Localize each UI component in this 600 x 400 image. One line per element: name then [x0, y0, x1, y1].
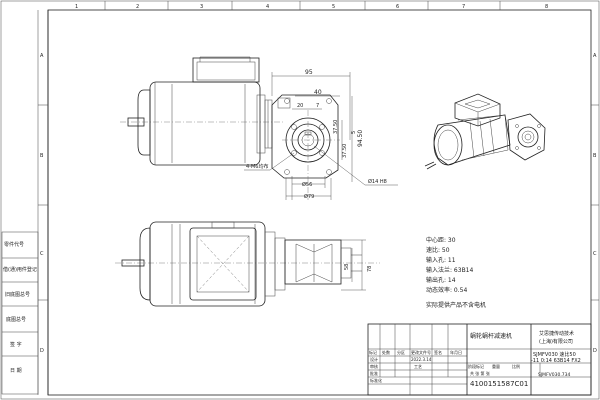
tb-company-line1: 艾思捷传动技术	[539, 330, 574, 337]
zone-rows-right: A B C D	[591, 53, 599, 354]
left-row-label-d: D	[40, 348, 44, 354]
zone-rows-left: A B C D	[37, 10, 48, 395]
dim-5: 5	[351, 131, 357, 134]
specifications: 中心距: 30 速比: 50 输入孔: 11 输入法兰: 63B14 输出孔: …	[426, 236, 486, 309]
tb-date-value: 2022.3.14	[411, 357, 432, 362]
dim-40: 40	[314, 89, 322, 96]
spec-output-bore: 输出孔: 14	[426, 276, 456, 284]
spec-center-distance: 中心距: 30	[426, 236, 456, 244]
dim-58: 58	[344, 264, 350, 270]
left-row-label-b: B	[40, 153, 44, 159]
tb-role-check: 审核	[370, 363, 378, 369]
tb-hdr-sign: 签名	[434, 349, 442, 355]
tb-drawing-number: 4100151587C01	[470, 380, 528, 388]
dim-4-m6-holes: 4-M6均布	[246, 163, 268, 170]
title-block: 标记 处数 分区 更改文件号 签名 年月日 设计 2022.3.14 审核 批准…	[367, 323, 592, 396]
tb-hdr-mark: 标记	[369, 349, 377, 355]
panel-part-code: 零件代号	[4, 241, 24, 248]
spec-ratio: 速比: 50	[426, 246, 450, 254]
col-label-3: 3	[200, 4, 203, 10]
front-view-motor	[120, 56, 285, 166]
row-label-b: B	[593, 153, 597, 159]
spec-input-flange: 输入法兰: 63B14	[426, 266, 473, 274]
dim-d56: Ø56	[302, 181, 312, 188]
dim-78: 78	[367, 266, 373, 272]
tb-hdr-zone: 分区	[397, 349, 405, 355]
tb-model-line1: SJMFV030 速比50	[533, 351, 576, 358]
dim-d14-h8: Ø14 H8	[368, 178, 387, 185]
tb-hdr-date: 年月日	[450, 349, 462, 355]
tb-hdr-change-doc: 更改文件号	[411, 349, 431, 355]
top-view-gearbox	[284, 239, 362, 285]
panel-signature: 签 字	[10, 341, 22, 348]
dim-d79: Ø79	[304, 193, 314, 200]
isometric-view	[424, 93, 546, 170]
row-label-d: D	[593, 348, 597, 354]
row-label-c: C	[593, 251, 597, 257]
left-row-label-a: A	[40, 53, 44, 59]
left-registration-panel: 零件代号 借(通)用件登记 旧底图总号 底图总号 签 字 日 期	[1, 231, 39, 395]
tb-role-design: 设计	[370, 356, 378, 362]
tb-ref-small: SJMFV030.734	[538, 372, 570, 378]
tb-stage-mark: 阶段标记	[468, 363, 484, 369]
left-row-label-c: C	[40, 251, 44, 257]
spec-input-bore: 输入孔: 11	[426, 256, 456, 264]
tb-role-process: 工艺	[414, 364, 422, 369]
front-view-dimensions: 95 40 20 7 94.50 37.50 5 37.50 4-M6均布 Ø5…	[244, 69, 398, 200]
dim-7: 7	[316, 103, 319, 109]
col-label-8: 8	[545, 4, 548, 10]
tb-hdr-count: 处数	[382, 349, 390, 355]
top-view-motor	[115, 221, 380, 307]
note-no-motor: 实际提供产品不含电机	[426, 301, 486, 309]
col-label-1: 1	[75, 4, 78, 10]
tb-product-name: 蜗轮蜗杆减速机	[470, 332, 512, 340]
row-label-a: A	[593, 53, 597, 59]
panel-base-no: 底图总号	[6, 316, 26, 323]
front-view-gearbox	[271, 94, 340, 200]
col-label-4: 4	[266, 4, 269, 10]
spec-efficiency: 动态效率: 0.54	[426, 286, 467, 294]
tb-sheet: 共 张 第 张	[470, 370, 490, 376]
zone-columns-top: 1 2 3 4 5 6 7 8	[75, 1, 548, 10]
col-label-7: 7	[462, 4, 465, 10]
col-label-2: 2	[136, 4, 139, 10]
col-label-5: 5	[332, 4, 335, 10]
tb-scale: 比例	[512, 363, 520, 369]
tb-role-std: 标准化	[370, 377, 382, 383]
dim-37-50: 37.50	[342, 144, 348, 158]
col-label-6: 6	[396, 4, 399, 10]
panel-borrowed-reg: 借(通)用件登记	[3, 266, 37, 273]
dim-37-50b: 37.50	[333, 120, 339, 134]
dim-94-50: 94.50	[357, 130, 364, 147]
panel-old-base-no: 旧底图总号	[5, 291, 30, 298]
tb-model-line2: -11 0:14 63B14 FX2	[531, 358, 581, 364]
dim-20: 20	[297, 103, 303, 109]
tb-role-approve: 批准	[370, 370, 378, 376]
tb-weight: 重量	[492, 363, 500, 369]
panel-date: 日 期	[10, 368, 22, 374]
tb-company-line2: (上海)有限公司	[539, 338, 573, 345]
dim-95: 95	[305, 69, 313, 76]
top-view-dimensions: 58 78	[341, 239, 373, 291]
